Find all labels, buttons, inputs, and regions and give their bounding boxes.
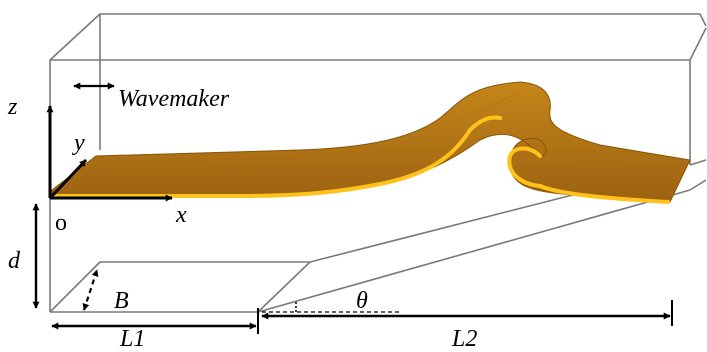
z-label: z — [7, 94, 18, 120]
l1-label: L1 — [119, 326, 145, 352]
width-label: B — [114, 288, 129, 314]
y-axis-arrow — [50, 158, 88, 198]
x-label: x — [175, 202, 187, 228]
wave-surface — [50, 81, 691, 204]
coordinate-axes — [46, 105, 173, 202]
wavemaker-label: Wavemaker — [118, 86, 230, 112]
theta-label: θ — [356, 288, 368, 314]
origin-label: o — [55, 210, 67, 236]
y-label: y — [72, 130, 85, 156]
depth-label: d — [8, 248, 21, 274]
width-arrow — [82, 269, 99, 311]
l2-label: L2 — [451, 326, 477, 352]
